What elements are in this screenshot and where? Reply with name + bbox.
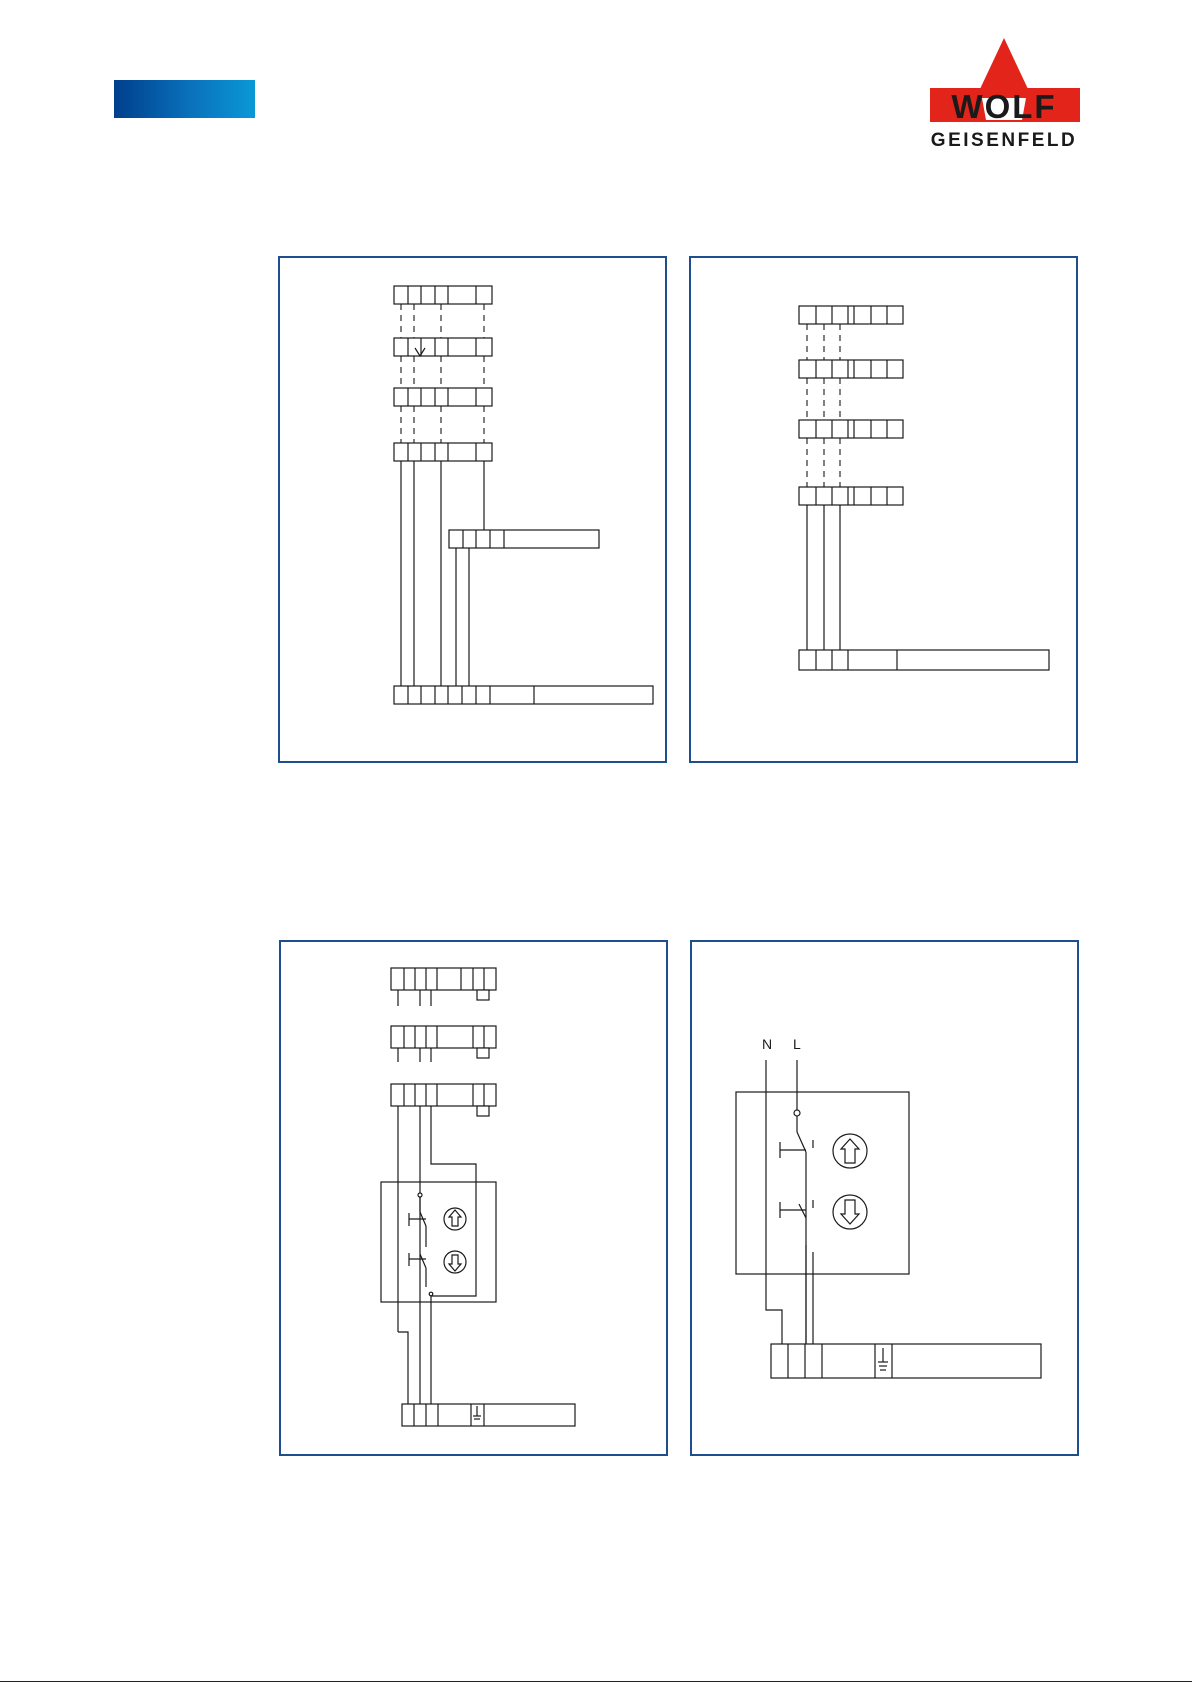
terminal-strip-2 xyxy=(394,338,492,356)
dashed-links xyxy=(807,324,840,487)
solid-wires xyxy=(401,461,484,686)
logo-subtext: GEISENFELD xyxy=(931,130,1077,151)
solid-wires xyxy=(807,505,840,650)
terminal-strip-main xyxy=(394,686,653,704)
wiring-diagram-2 xyxy=(689,256,1078,763)
terminal-strip-1 xyxy=(391,968,496,1006)
arrow-down-icon xyxy=(833,1195,867,1229)
terminal-strip-mid xyxy=(449,530,599,548)
switch-box xyxy=(736,1092,909,1274)
solid-wires xyxy=(766,1060,813,1344)
label-n: N xyxy=(762,1036,772,1052)
arrow-up-icon xyxy=(833,1134,867,1168)
terminal-strip-3 xyxy=(391,1084,496,1116)
terminal-strip-1 xyxy=(394,286,492,304)
terminal-strip-1 xyxy=(799,306,903,324)
solid-wires xyxy=(398,1106,476,1404)
wiring-diagram-2-svg xyxy=(691,258,1080,765)
terminal-strip-4 xyxy=(799,487,903,505)
terminal-strip-3 xyxy=(799,420,903,438)
terminal-strip-main xyxy=(799,650,1049,670)
brand-color-bar xyxy=(114,80,255,118)
wiring-diagram-4-svg: N L xyxy=(692,942,1081,1458)
terminal-strip-main xyxy=(771,1344,1041,1378)
terminal-strip-3 xyxy=(394,388,492,406)
arrow-down-icon xyxy=(444,1251,466,1273)
footer-rule xyxy=(0,1681,1192,1682)
dashed-links xyxy=(401,304,484,443)
label-l: L xyxy=(793,1036,801,1052)
arrow-up-icon xyxy=(444,1208,466,1230)
wiring-diagram-1-svg xyxy=(280,258,669,765)
terminal-strip-main xyxy=(402,1404,575,1426)
terminal-strip-2 xyxy=(391,1026,496,1062)
wiring-diagram-1 xyxy=(278,256,667,763)
logo-wordmark: WOLF xyxy=(951,88,1056,125)
wolf-logo: WOLF GEISENFELD xyxy=(926,36,1083,152)
wiring-diagram-3-svg xyxy=(281,942,670,1458)
wiring-diagram-3 xyxy=(279,940,668,1456)
terminal-strip-2 xyxy=(799,360,903,378)
terminal-strip-4 xyxy=(394,443,492,461)
wiring-diagram-4: N L xyxy=(690,940,1079,1456)
